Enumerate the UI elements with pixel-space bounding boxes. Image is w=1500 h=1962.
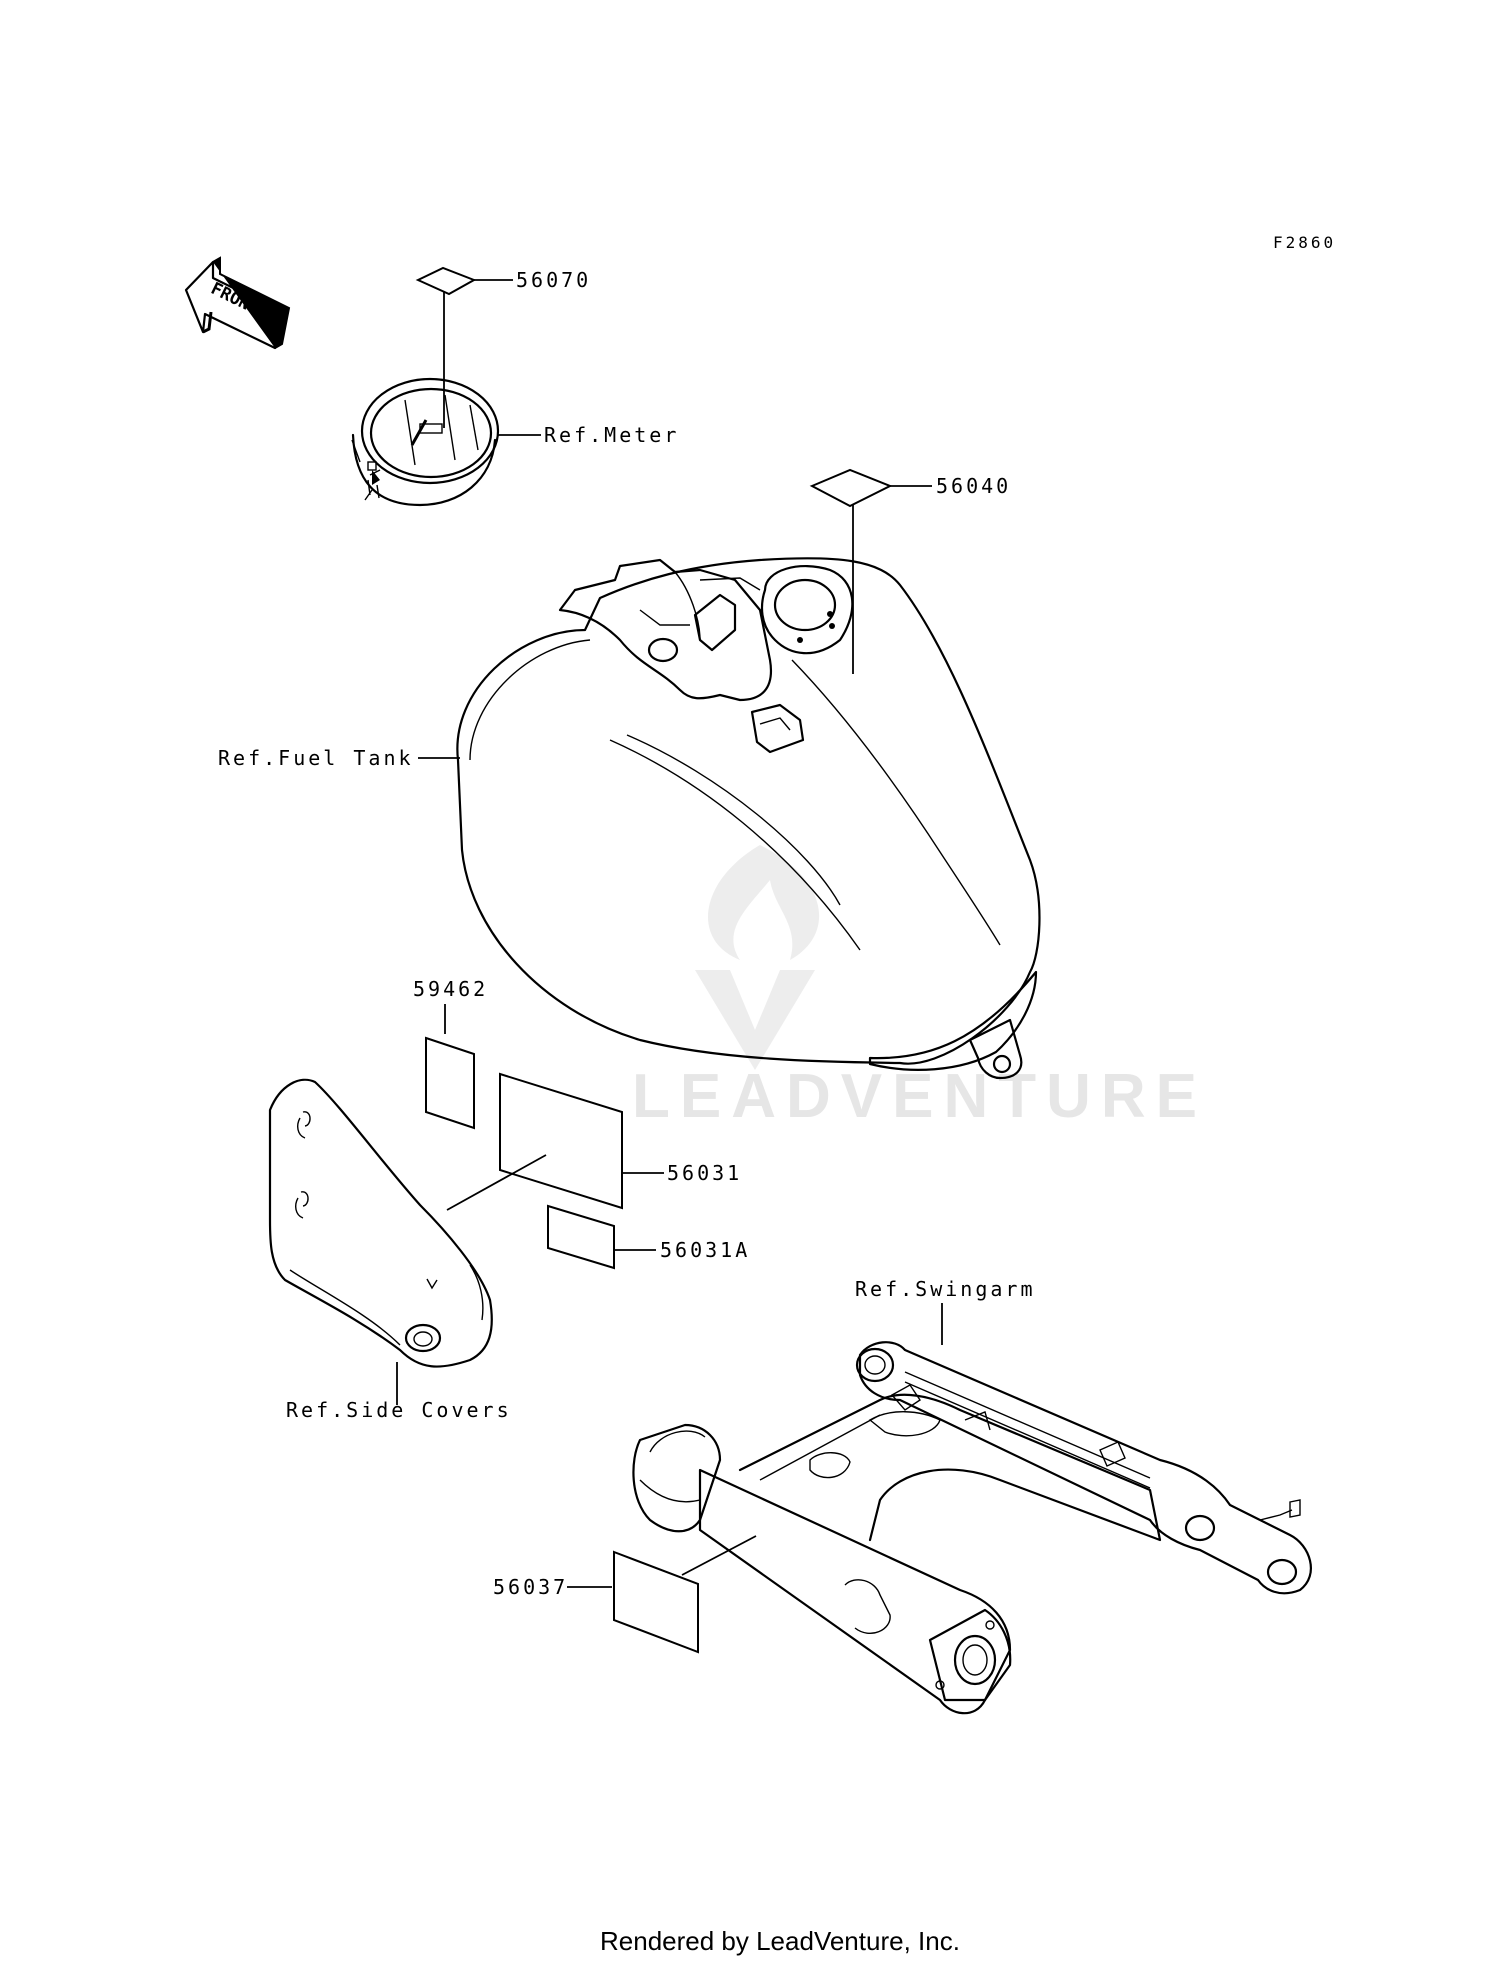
part-number-56037[interactable]: 56037 — [493, 1575, 568, 1599]
front-arrow-icon: FRONT — [184, 256, 291, 350]
part-number-56070[interactable]: 56070 — [516, 268, 591, 292]
watermark: LEADVENTURE — [632, 845, 1207, 1131]
ref-side-covers[interactable]: Ref.Side Covers — [286, 1398, 512, 1422]
decal-56037[interactable] — [613, 1550, 699, 1654]
ref-fuel-tank[interactable]: Ref.Fuel Tank — [218, 746, 414, 770]
side-cover-illustration — [268, 1078, 493, 1368]
ref-swingarm[interactable]: Ref.Swingarm — [855, 1277, 1036, 1301]
part-number-59462[interactable]: 59462 — [413, 977, 488, 1001]
watermark-text: LEADVENTURE — [632, 1062, 1207, 1131]
part-number-56031[interactable]: 56031 — [667, 1161, 742, 1185]
figure-code: F2860 — [1273, 233, 1336, 252]
watermark-logo-icon — [695, 845, 820, 1070]
swingarm-illustration — [632, 1341, 1312, 1715]
footer-credit: Rendered by LeadVenture, Inc. — [600, 1926, 960, 1956]
part-number-56040[interactable]: 56040 — [936, 474, 1011, 498]
meter-illustration — [351, 377, 500, 507]
part-number-56031A[interactable]: 56031A — [660, 1238, 750, 1262]
decal-56031A[interactable] — [547, 1204, 615, 1270]
ref-meter[interactable]: Ref.Meter — [544, 423, 679, 447]
decal-56031[interactable] — [499, 1072, 623, 1210]
fuel-tank-illustration — [456, 557, 1041, 1080]
decal-59462[interactable] — [425, 1036, 475, 1130]
decal-56040[interactable] — [809, 468, 893, 508]
decal-56070[interactable] — [415, 266, 477, 296]
